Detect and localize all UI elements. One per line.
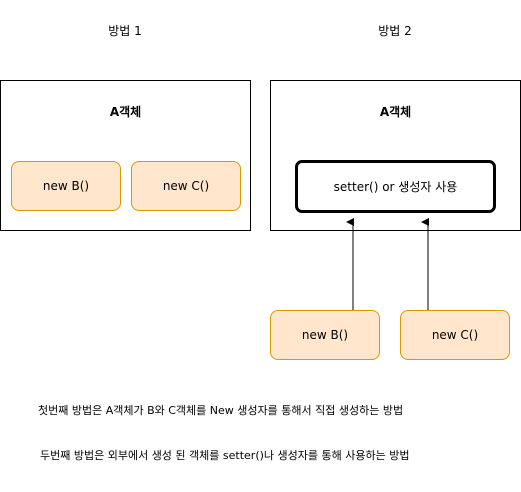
method2-node-new-b: new B() (270, 310, 380, 360)
method1-container: A객체 new B() new C() (0, 80, 251, 231)
method1-node-new-b-label: new B() (42, 179, 90, 193)
method1-node-new-c-label: new C() (162, 179, 210, 193)
method1-container-title: A객체 (109, 105, 142, 119)
note-method1: 첫번째 방법은 A객체가 B와 C객체를 New 생성자를 통해서 직접 생성하… (38, 404, 404, 417)
method2-node-new-c: new C() (400, 310, 510, 360)
method1-heading: 방법 1 (108, 24, 142, 38)
method2-node-new-c-label: new C() (431, 328, 479, 342)
method2-heading: 방법 2 (378, 24, 412, 38)
method1-node-new-b: new B() (11, 161, 121, 211)
method1-node-new-c: new C() (131, 161, 241, 211)
method2-node-new-b-label: new B() (301, 328, 349, 342)
method2-container: A객체 setter() or 생성자 사용 (270, 80, 521, 231)
note-method2: 두번째 방법은 외부에서 생성 된 객체를 setter()나 생성자를 통해 … (40, 449, 410, 462)
setter-or-constructor-box: setter() or 생성자 사용 (295, 160, 496, 213)
setter-or-constructor-label: setter() or 생성자 사용 (333, 180, 458, 194)
method2-container-title: A객체 (379, 105, 412, 119)
